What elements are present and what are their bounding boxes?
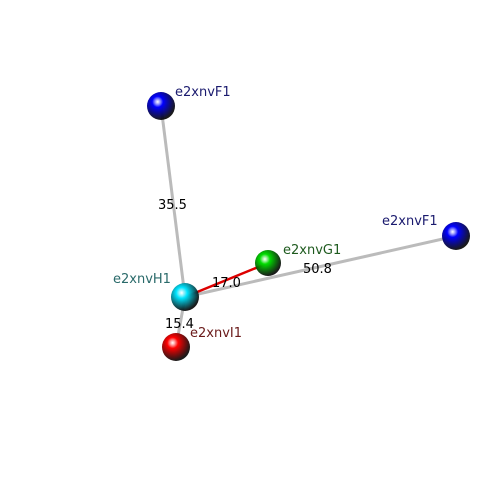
- atom-H1[interactable]: [171, 283, 199, 311]
- distance-label-I1: 15.4: [165, 317, 194, 332]
- bond-H1-F1b: [184, 234, 457, 299]
- distance-label-F1b: 50.8: [303, 262, 332, 277]
- atom-F1a[interactable]: [147, 92, 175, 120]
- bond-H1-F1a: [159, 105, 187, 298]
- atom-F1b[interactable]: [442, 222, 470, 250]
- atom-label-G1: e2xnvG1: [283, 243, 341, 258]
- atom-label-H1: e2xnvH1: [113, 272, 171, 287]
- distance-label-F1a: 35.5: [158, 198, 187, 213]
- atom-I1[interactable]: [162, 333, 190, 361]
- atom-label-F1b: e2xnvF1: [382, 214, 438, 229]
- bond-H1-G1: [184, 261, 269, 299]
- distance-labels: 35.5 50.8 17.0 15.4: [158, 198, 332, 332]
- atoms-layer: [147, 92, 470, 361]
- atom-label-F1a: e2xnvF1: [175, 85, 231, 100]
- atom-labels: e2xnvF1 e2xnvF1 e2xnvG1 e2xnvH1 e2xnvI1: [113, 85, 438, 341]
- distance-label-G1: 17.0: [212, 276, 241, 291]
- atom-G1[interactable]: [255, 250, 281, 276]
- atom-label-I1: e2xnvI1: [190, 326, 242, 341]
